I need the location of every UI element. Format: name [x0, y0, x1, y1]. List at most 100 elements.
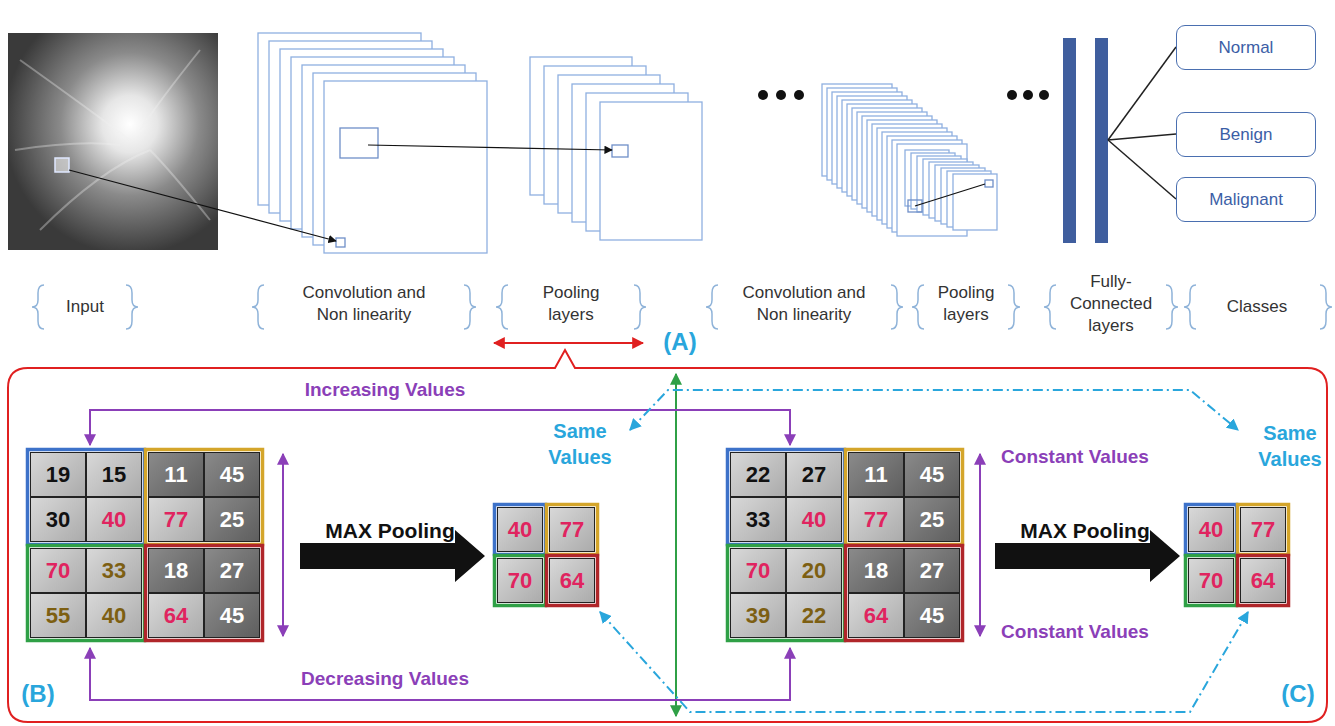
- operation-label: MAX Pooling: [300, 517, 480, 544]
- pooling-window: [1238, 505, 1289, 555]
- pooling-window: [28, 546, 145, 641]
- curly-brace: [1320, 285, 1332, 329]
- matrix-cell: 64: [848, 593, 904, 638]
- matrix-cell: 19: [30, 452, 86, 497]
- class-label: Benign: [1220, 125, 1273, 145]
- value-brackets: [90, 410, 980, 700]
- matrix-cell: 77: [1240, 507, 1286, 552]
- matrix-cell: 70: [1188, 558, 1234, 603]
- pooling-window: [1186, 556, 1237, 606]
- matrix-cell: 30: [30, 497, 86, 542]
- curly-brace: [1008, 285, 1020, 329]
- matrix-cell: 70: [30, 548, 86, 593]
- matrix-cell: 25: [904, 497, 960, 542]
- pooling-window: [495, 556, 546, 606]
- annotation: Same Values: [540, 418, 620, 470]
- annotation: Constant Values: [985, 445, 1165, 470]
- matrix-cell: 77: [848, 497, 904, 542]
- zoom-arrow: [494, 342, 643, 344]
- matrix-cell: 33: [730, 497, 786, 542]
- matrix-cell: 40: [86, 497, 142, 542]
- annotation: Increasing Values: [255, 378, 515, 403]
- class-label: Malignant: [1209, 190, 1283, 210]
- pooling-window: [728, 546, 845, 641]
- layer-label: Convolution and Non linearity: [734, 282, 874, 326]
- matrix-cell: 64: [1240, 558, 1286, 603]
- feature-map: [953, 174, 997, 230]
- pooling-window: [28, 450, 145, 545]
- pooling-window: [547, 556, 598, 606]
- curly-brace: [1044, 285, 1056, 329]
- annotation: Constant Values: [985, 620, 1165, 645]
- matrix-cell: 22: [786, 593, 842, 638]
- annotation: Decreasing Values: [255, 667, 515, 692]
- matrix-cell: 70: [730, 548, 786, 593]
- operation-label: MAX Pooling: [995, 517, 1175, 544]
- matrix-cell: 18: [148, 548, 204, 593]
- pooling-window: [146, 450, 263, 545]
- generated-shapes: [28, 33, 1333, 641]
- matrix-cell: 40: [86, 593, 142, 638]
- fully-connected-bars: [1063, 38, 1108, 243]
- layer-label: Convolution and Non linearity: [294, 282, 434, 326]
- matrix-cell: 64: [549, 558, 595, 603]
- matrix-cell: 15: [86, 452, 142, 497]
- matrix-cell: 27: [204, 548, 260, 593]
- matrix-cell: 33: [86, 548, 142, 593]
- matrix-cell: 20: [786, 548, 842, 593]
- mapping-arrows: [69, 145, 985, 241]
- layer-label: Input: [40, 296, 130, 318]
- layer-label: Classes: [1202, 296, 1312, 318]
- panel-letter: (A): [650, 326, 710, 357]
- curly-brace: [891, 285, 903, 329]
- matrix-cell: 11: [848, 452, 904, 497]
- pooling-window: [846, 450, 963, 545]
- curly-brace: [634, 285, 646, 329]
- layer-label: Pooling layers: [531, 282, 611, 326]
- matrix-cell: 45: [204, 452, 260, 497]
- matrix-cell: 45: [904, 593, 960, 638]
- receptive-fields: [336, 128, 993, 247]
- matrix-cell: 18: [848, 548, 904, 593]
- matrix-cell: 45: [904, 452, 960, 497]
- curly-brace: [1184, 285, 1196, 329]
- input-mammogram: [8, 33, 218, 250]
- matrix-cell: 40: [497, 507, 543, 552]
- curly-brace: [32, 285, 44, 329]
- matrix-cell: 22: [730, 452, 786, 497]
- zoom-region: [8, 350, 1327, 722]
- matrix-cell: 55: [30, 593, 86, 638]
- matrix-cell: 77: [148, 497, 204, 542]
- class-label: Normal: [1219, 38, 1274, 58]
- feature-map: [600, 102, 702, 240]
- class-box: Normal: [1176, 25, 1316, 70]
- annotation: Same Values: [1250, 420, 1330, 472]
- matrix-cell: 27: [904, 548, 960, 593]
- pooling-window: [495, 505, 546, 555]
- curly-brace: [252, 285, 264, 329]
- matrix-cell: 11: [148, 452, 204, 497]
- pooling-window: [1238, 556, 1289, 606]
- pooling-window: [846, 546, 963, 641]
- class-box: Benign: [1176, 112, 1316, 157]
- matrix-cell: 77: [549, 507, 595, 552]
- layer-label: Pooling layers: [926, 282, 1006, 326]
- matrix-cell: 40: [1188, 507, 1234, 552]
- pooling-window: [1186, 505, 1237, 555]
- curly-brace: [912, 285, 924, 329]
- matrix-cell: 70: [497, 558, 543, 603]
- pooling-window: [728, 450, 845, 545]
- panel-letter: (C): [1273, 678, 1323, 709]
- ellipsis-dots: [758, 90, 1049, 100]
- curly-brace: [496, 285, 508, 329]
- matrix-cell: 40: [786, 497, 842, 542]
- pooling-window: [547, 505, 598, 555]
- curly-brace: [126, 285, 138, 329]
- layer-label: Fully-Connected layers: [1061, 271, 1161, 337]
- panel-letter: (B): [13, 678, 63, 709]
- matrix-cell: 39: [730, 593, 786, 638]
- matrix-cell: 64: [148, 593, 204, 638]
- curly-brace: [464, 285, 476, 329]
- matrix-cell: 45: [204, 593, 260, 638]
